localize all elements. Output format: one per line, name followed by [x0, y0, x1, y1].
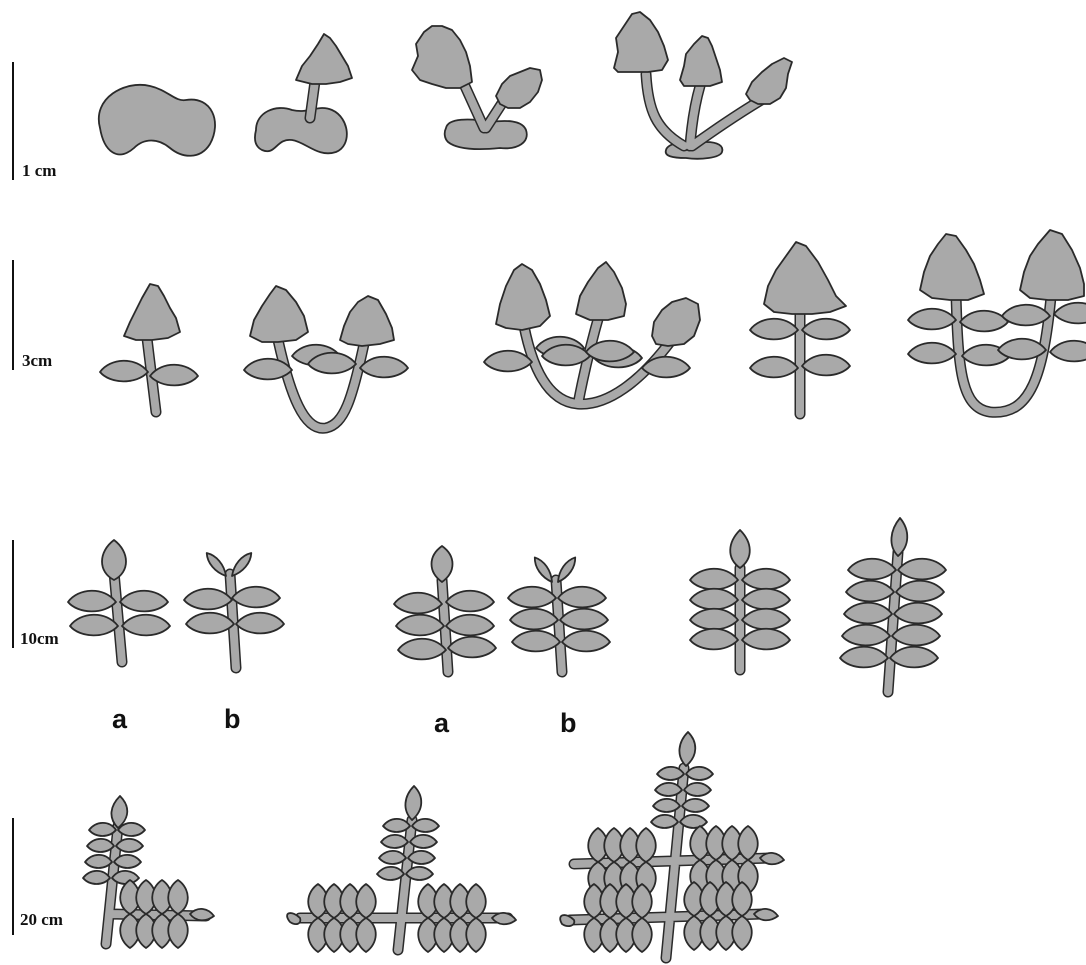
- stage-1-two-leaves: [412, 26, 542, 149]
- stage-2-leaf-double-pinnate: [908, 230, 1086, 412]
- scale-bar-10cm: 10cm: [13, 540, 59, 648]
- stage-3-leaf-4: [840, 518, 946, 692]
- svg-text:3cm: 3cm: [22, 351, 52, 370]
- stage-2-leaf-a: [100, 284, 198, 412]
- stage-3-leaf-2a: [394, 546, 496, 672]
- variant-label-group1: a b: [112, 704, 241, 734]
- stage-4-leaf-1: [83, 796, 214, 948]
- svg-text:b: b: [560, 708, 577, 738]
- variant-label-group2: a b: [434, 708, 577, 738]
- stage-2-leaf-b: [244, 286, 408, 428]
- stage-4-leaf-3: [560, 732, 784, 958]
- stage-1-single-leaf: [255, 34, 352, 153]
- stage-1-three-leaves: [614, 12, 792, 159]
- stage-1-cotyledon: [99, 85, 215, 156]
- stage-3-leaf-3: [690, 530, 790, 670]
- stage-3-leaf-1a: [68, 540, 170, 662]
- scale-bar-1cm: 1 cm: [13, 62, 56, 180]
- svg-text:a: a: [434, 708, 450, 738]
- svg-text:10cm: 10cm: [20, 629, 59, 648]
- stage-3-leaf-1b: [184, 550, 284, 668]
- stage-4-leaf-2: [287, 786, 516, 952]
- svg-text:b: b: [224, 704, 241, 734]
- scale-bar-3cm: 3cm: [13, 260, 52, 370]
- svg-text:a: a: [112, 704, 128, 734]
- svg-text:20 cm: 20 cm: [20, 910, 63, 929]
- scale-bar-20cm: 20 cm: [13, 818, 63, 935]
- stage-3-leaf-2b: [508, 555, 610, 672]
- svg-text:1 cm: 1 cm: [22, 161, 56, 180]
- stage-2-leaf-pinnate: [750, 242, 850, 414]
- stage-2-leaf-three-branch: [484, 262, 700, 404]
